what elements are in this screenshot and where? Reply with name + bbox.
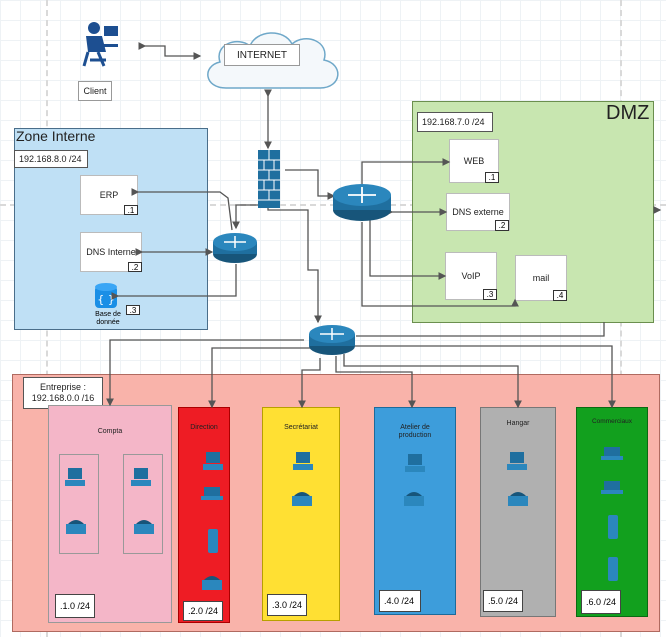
secretariat-phone-icon — [292, 492, 312, 506]
mail-suffix: .4 — [553, 290, 567, 301]
web-suffix: .1 — [485, 172, 499, 183]
internal-router-icon[interactable] — [212, 230, 258, 264]
entreprise-label: Entreprise : 192.168.0.0 /16 — [23, 377, 103, 409]
entreprise-subnet: 192.168.0.0 /16 — [31, 393, 95, 403]
zone-interne-subnet: 192.168.8.0 /24 — [14, 150, 88, 168]
dept-commerciaux-title: Commerciaux — [591, 418, 633, 425]
commerciaux-laptop-icon — [601, 447, 623, 460]
database-icon[interactable]: { } — [94, 282, 118, 310]
hangar-phone-icon — [508, 492, 528, 506]
commerciaux-mobile-icon — [608, 557, 618, 581]
dept-compta-subnet: .1.0 /24 — [55, 594, 95, 618]
dmz-subnet: 192.168.7.0 /24 — [417, 112, 493, 132]
entreprise-title: Entreprise : — [39, 382, 87, 392]
dept-atelier: Atelier de production .4.0 /24 — [374, 407, 456, 615]
database-label: Base de donnée — [95, 311, 121, 326]
erp-suffix: .1 — [124, 205, 138, 215]
dept-direction-subnet: .2.0 /24 — [183, 601, 223, 621]
direction-laptop-icon — [201, 487, 223, 500]
direction-computer-icon — [203, 452, 223, 470]
atelier-computer-icon — [405, 454, 425, 472]
dept-compta: Compta .1.0 /24 — [48, 405, 172, 623]
internet-label: INTERNET — [224, 44, 300, 66]
dns-interne-label: DNS Interne — [86, 247, 136, 257]
voip-label: VoIP — [461, 271, 481, 281]
atelier-phone-icon — [404, 492, 424, 506]
dept-secretariat-subnet: .3.0 /24 — [267, 594, 307, 616]
firewall-icon[interactable] — [258, 150, 280, 208]
dept-compta-title: Compta — [97, 428, 123, 435]
dns-externe-label: DNS externe — [452, 207, 504, 217]
compta-phone-icon — [134, 520, 154, 534]
dmz-router-icon[interactable] — [332, 180, 392, 222]
direction-phone-icon — [202, 576, 222, 590]
dept-direction-title: Direction — [190, 424, 218, 431]
database-suffix: .3 — [126, 305, 140, 315]
dmz-title: DMZ — [606, 102, 650, 124]
enterprise-router-icon[interactable] — [308, 322, 356, 356]
dns-externe-suffix: .2 — [495, 220, 509, 231]
dept-secretariat: Secrétariat .3.0 /24 — [262, 407, 340, 621]
voip-suffix: .3 — [483, 289, 497, 300]
dept-hangar-subnet: .5.0 /24 — [483, 590, 523, 612]
client-user-icon[interactable] — [80, 20, 120, 70]
web-label: WEB — [463, 156, 485, 166]
compta-computer-icon — [65, 468, 85, 486]
compta-computer-icon — [131, 468, 151, 486]
dept-atelier-subnet: .4.0 /24 — [379, 590, 421, 612]
secretariat-computer-icon — [293, 452, 313, 470]
dept-hangar: Hangar .5.0 /24 — [480, 407, 556, 617]
commerciaux-mobile-icon — [608, 515, 618, 539]
dept-atelier-title: Atelier de production — [398, 424, 432, 439]
compta-phone-icon — [66, 520, 86, 534]
hangar-computer-icon — [507, 452, 527, 470]
client-label[interactable]: Client — [78, 81, 112, 101]
direction-mobile-icon — [208, 529, 218, 553]
svg-text:{ }: { } — [97, 293, 115, 306]
dept-secretariat-title: Secrétariat — [284, 424, 318, 431]
dept-commerciaux-subnet: .6.0 /24 — [581, 590, 621, 614]
mail-label: mail — [532, 273, 550, 283]
dept-commerciaux: Commerciaux .6.0 /24 — [576, 407, 648, 617]
dept-hangar-title: Hangar — [506, 420, 530, 427]
dns-interne-suffix: .2 — [128, 262, 142, 272]
erp-label: ERP — [99, 190, 119, 200]
commerciaux-laptop-icon — [601, 481, 623, 494]
zone-interne-title: Zone Interne — [16, 128, 96, 144]
